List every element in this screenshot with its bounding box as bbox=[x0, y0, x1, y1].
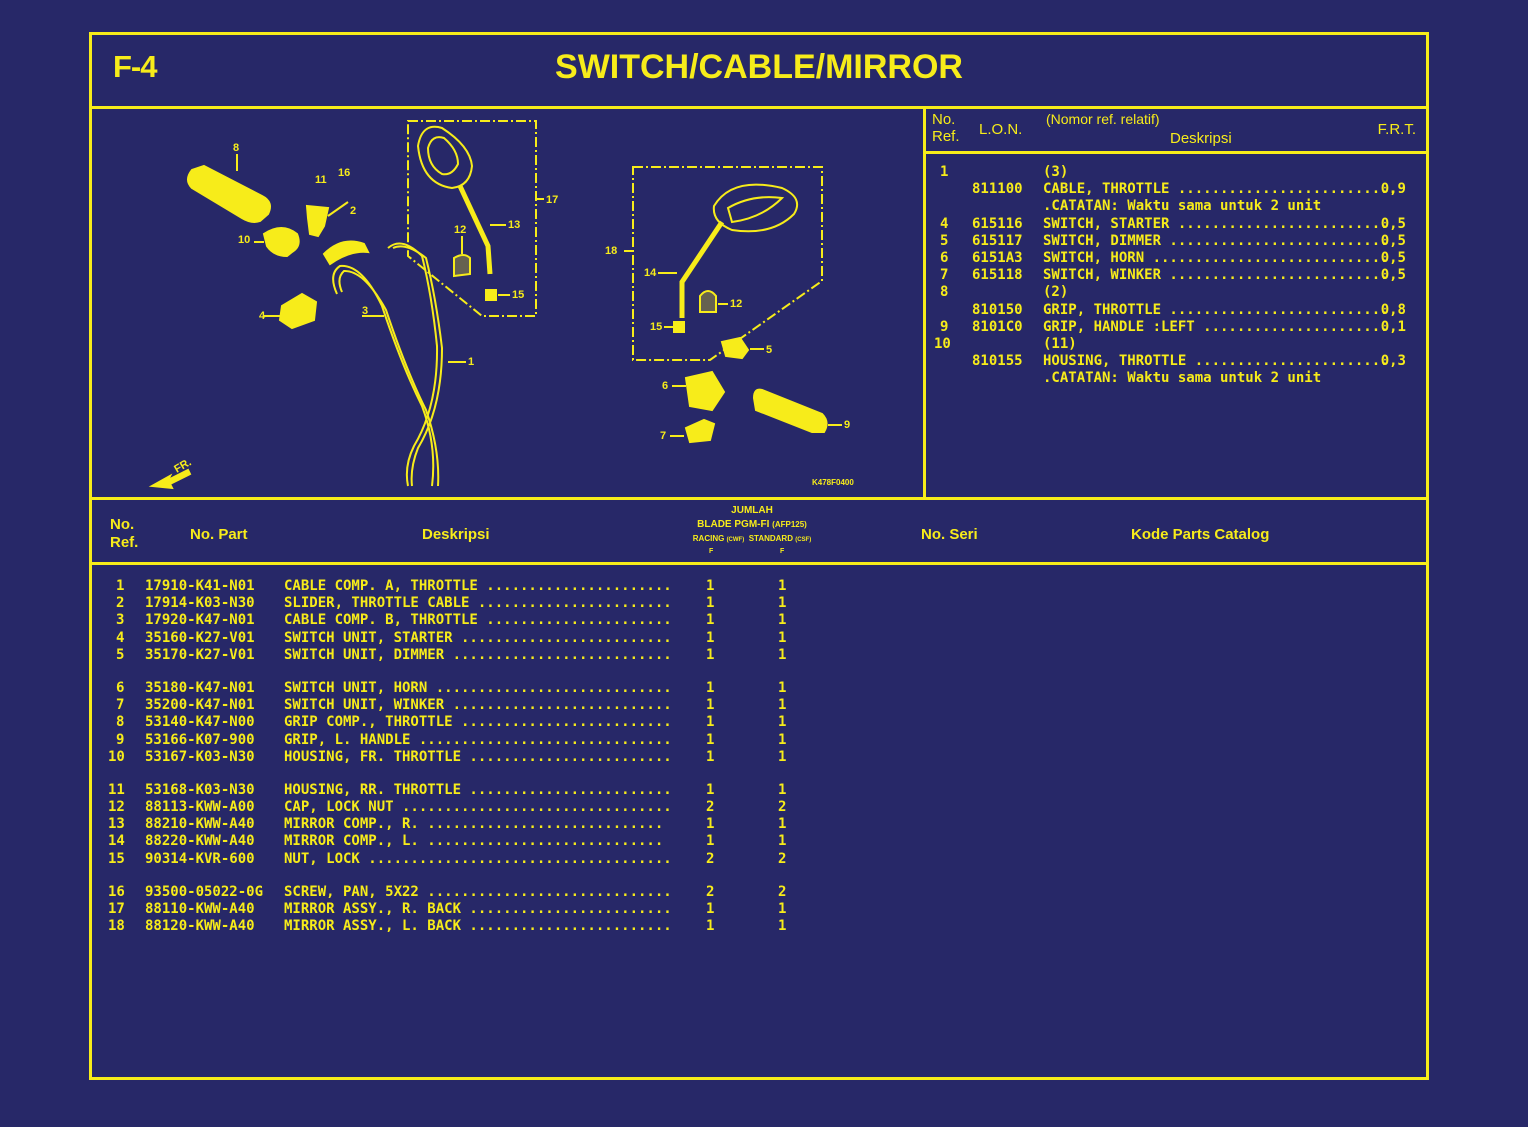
callout-labels: 8 11 16 2 10 4 3 1 12 13 15 17 18 14 12 … bbox=[233, 142, 850, 442]
svg-text:5: 5 bbox=[766, 344, 772, 356]
header-racing-sub: F bbox=[709, 548, 714, 555]
frt-row: .CATATAN: Waktu sama untuk 2 unit bbox=[1043, 370, 1322, 387]
front-arrow-icon bbox=[148, 468, 192, 490]
svg-text:9: 9 bbox=[844, 419, 850, 431]
page-code: F-4 bbox=[113, 49, 157, 84]
parts-illustration: 8 11 16 2 10 4 3 1 12 13 15 17 18 14 12 … bbox=[148, 120, 850, 490]
frt-row: 8(2) bbox=[940, 284, 1069, 301]
header-no: No. bbox=[932, 111, 956, 128]
svg-text:15: 15 bbox=[512, 289, 524, 301]
header-serial-no: No. Seri bbox=[921, 526, 978, 543]
header-lon: L.O.N. bbox=[979, 121, 1023, 138]
svg-text:10: 10 bbox=[238, 234, 250, 246]
header-ref: Ref. bbox=[932, 128, 960, 145]
svg-text:16: 16 bbox=[338, 167, 350, 179]
svg-text:12: 12 bbox=[730, 298, 742, 310]
title-bar: F-4 SWITCH/CABLE/MIRROR bbox=[92, 35, 1426, 109]
header-description: Deskripsi bbox=[1170, 130, 1232, 147]
throttle-grip-icon bbox=[187, 154, 271, 223]
svg-text:3: 3 bbox=[362, 305, 368, 317]
frt-table-header: No. Ref. L.O.N. (Nomor ref. relatif) Des… bbox=[926, 106, 1426, 154]
catalog-page-frame: F-4 SWITCH/CABLE/MIRROR bbox=[89, 32, 1429, 1080]
header-part-no: No. Part bbox=[190, 526, 248, 543]
header-no-ref: No. Ref. bbox=[932, 111, 960, 145]
frt-row: 10(11) bbox=[934, 335, 1077, 352]
frt-row: .CATATAN: Waktu sama untuk 2 unit bbox=[1043, 198, 1322, 215]
svg-text:18: 18 bbox=[605, 245, 617, 257]
header-frt: F.R.T. bbox=[1377, 121, 1416, 138]
svg-text:7: 7 bbox=[660, 430, 666, 442]
frt-table: No. Ref. L.O.N. (Nomor ref. relatif) Des… bbox=[926, 106, 1426, 500]
header-ref: Ref. bbox=[110, 534, 139, 551]
header-description: Deskripsi bbox=[422, 526, 490, 543]
svg-text:8: 8 bbox=[233, 142, 239, 154]
header-standard-sub: F bbox=[780, 548, 785, 555]
svg-text:11: 11 bbox=[315, 174, 327, 186]
frt-row: 1(3) bbox=[940, 164, 1069, 180]
svg-text:2: 2 bbox=[350, 205, 356, 217]
header-no: No. bbox=[110, 516, 135, 533]
header-no-ref: No. Ref. bbox=[110, 516, 138, 552]
diagram-image-code: K478F0400 bbox=[812, 478, 854, 487]
page-title: SWITCH/CABLE/MIRROR bbox=[555, 48, 963, 86]
svg-text:4: 4 bbox=[259, 310, 266, 322]
header-catalog-code: Kode Parts Catalog bbox=[1131, 526, 1270, 543]
svg-text:15: 15 bbox=[650, 321, 662, 333]
exploded-parts-diagram: 8 11 16 2 10 4 3 1 12 13 15 17 18 14 12 … bbox=[92, 106, 926, 500]
svg-text:6: 6 bbox=[662, 380, 668, 392]
header-quantity: JUMLAH BLADE PGM-FI (AFP125) RACING (CWF… bbox=[682, 504, 822, 547]
svg-text:1: 1 bbox=[468, 356, 474, 368]
header-variants: RACING (CWF) STANDARD (CSF) bbox=[692, 534, 812, 543]
header-model: BLADE PGM-FI (AFP125) bbox=[697, 519, 807, 530]
parts-table-header: No. Ref. No. Part Deskripsi JUMLAH BLADE… bbox=[92, 500, 1426, 565]
svg-text:13: 13 bbox=[508, 219, 520, 231]
svg-text:17: 17 bbox=[546, 194, 558, 206]
housing-icon bbox=[262, 227, 300, 258]
header-qty-title: JUMLAH bbox=[731, 505, 773, 516]
svg-text:14: 14 bbox=[644, 267, 657, 279]
header-relative-ref: (Nomor ref. relatif) bbox=[1046, 111, 1160, 127]
svg-text:12: 12 bbox=[454, 224, 466, 236]
